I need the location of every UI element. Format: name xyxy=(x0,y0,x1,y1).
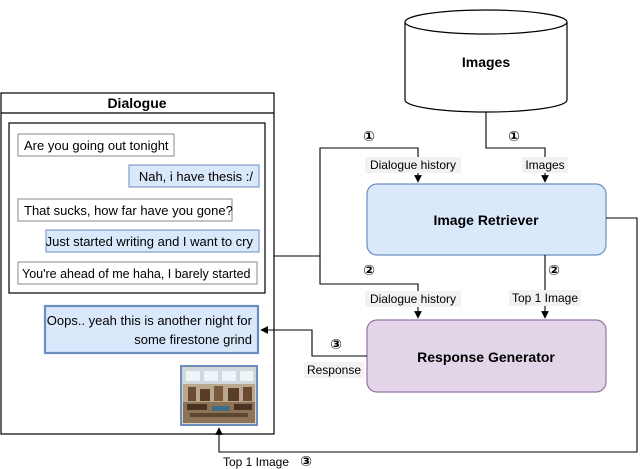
svg-text:Just started writing and I wan: Just started writing and I want to cry xyxy=(46,234,254,249)
step-marker-2-dialogue: ② xyxy=(363,262,375,278)
step-marker-3-response: ③ xyxy=(330,336,342,352)
generated-response: Oops.. yeah this is another night for so… xyxy=(43,304,260,355)
image-retriever-label: Image Retriever xyxy=(433,212,539,228)
dialogue-panel: Dialogue Are you going out tonight Nah, … xyxy=(0,92,275,435)
message-3: That sucks, how far have you gone? xyxy=(17,198,233,222)
edge-label-bg xyxy=(304,362,364,378)
edge-label-bg xyxy=(218,455,294,469)
edge-retriever-to-thumbnail xyxy=(215,217,638,453)
images-database-label: Images xyxy=(462,54,510,70)
edge-label-images-1: Images xyxy=(525,158,564,172)
edge-label-bg xyxy=(522,157,568,173)
edge-label-top1-image-2: Top 1 Image xyxy=(512,291,578,305)
message-1: Are you going out tonight xyxy=(17,133,175,157)
edge-generator-to-response xyxy=(260,326,367,357)
svg-text:Are you going out tonight: Are you going out tonight xyxy=(24,138,169,153)
message-2: Nah, i have thesis :/ xyxy=(128,164,260,188)
edge-label-bg xyxy=(509,290,581,306)
edge-label-top1-image-3: Top 1 Image xyxy=(223,455,289,469)
dialogue-panel-title: Dialogue xyxy=(107,95,166,111)
message-4: Just started writing and I want to cry xyxy=(45,229,260,253)
svg-text:That sucks, how far have you g: That sucks, how far have you gone? xyxy=(24,203,233,218)
edge-label-dialogue-history-1: Dialogue history xyxy=(370,158,456,172)
retrieved-image-thumbnail xyxy=(180,365,258,426)
step-marker-2-top1: ② xyxy=(548,262,560,278)
step-marker-1-dialogue: ① xyxy=(363,128,375,144)
svg-text:some firestone grind: some firestone grind xyxy=(134,332,252,347)
svg-text:Nah, i have thesis :/: Nah, i have thesis :/ xyxy=(139,169,254,184)
step-marker-1-images: ① xyxy=(508,128,520,144)
edge-label-dialogue-history-2: Dialogue history xyxy=(370,292,456,306)
svg-text:Oops.. yeah this is another ni: Oops.. yeah this is another night for xyxy=(47,313,253,328)
images-database: Images xyxy=(404,9,568,113)
response-generator-label: Response Generator xyxy=(417,349,555,365)
edge-label-bg xyxy=(365,157,461,173)
edge-label-bg xyxy=(365,291,461,307)
edge-label-response-3: Response xyxy=(307,363,361,377)
image-retriever-box: Image Retriever xyxy=(366,183,607,256)
response-generator-box: Response Generator xyxy=(366,319,607,393)
svg-text:You're ahead of me haha, I bar: You're ahead of me haha, I barely starte… xyxy=(22,267,251,281)
step-marker-3-top1: ③ xyxy=(300,453,312,469)
message-5: You're ahead of me haha, I barely starte… xyxy=(17,261,258,285)
